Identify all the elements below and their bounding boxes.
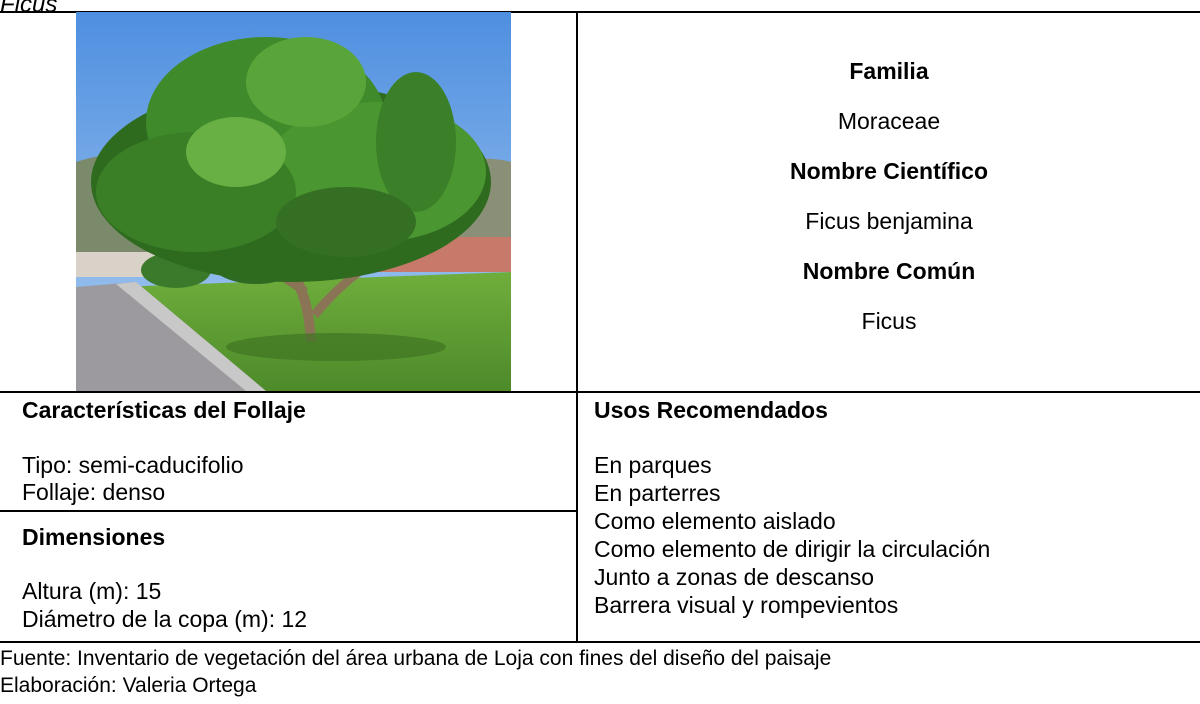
table-column-divider [576, 11, 578, 641]
familia-value: Moraceae [837, 108, 941, 134]
follaje-densidad: Follaje: denso [22, 479, 166, 505]
source-note: Fuente: Inventario de vegetación del áre… [0, 647, 832, 670]
dimensions-divider [0, 510, 576, 512]
species-info: Familia Moraceae Nombre Científico Ficus… [578, 12, 1200, 391]
dimensiones-heading: Dimensiones [22, 524, 166, 550]
usos-item: En parques [594, 452, 712, 478]
usos-item: Barrera visual y rompevientos [594, 592, 899, 618]
author-note: Elaboración: Valeria Ortega [0, 674, 257, 697]
follaje-tipo: Tipo: semi-caducifolio [22, 452, 244, 478]
ficus-tree-photo [76, 12, 511, 391]
dimensiones-altura: Altura (m): 15 [22, 578, 162, 604]
nombre-cientifico-label: Nombre Científico [789, 158, 989, 184]
usos-item: Como elemento aislado [594, 508, 836, 534]
nombre-comun-label: Nombre Común [802, 258, 976, 284]
usos-item: En parterres [594, 480, 721, 506]
dimensiones-diametro: Diámetro de la copa (m): 12 [22, 606, 308, 632]
table-bottom-border [0, 641, 1200, 643]
familia-label: Familia [849, 58, 929, 84]
usos-item: Junto a zonas de descanso [594, 564, 875, 590]
nombre-comun-value: Ficus [861, 308, 917, 334]
table-top-border [0, 11, 1200, 13]
usos-item: Como elemento de dirigir la circulación [594, 536, 991, 562]
follaje-heading: Características del Follaje [22, 397, 306, 423]
usos-heading: Usos Recomendados [594, 397, 828, 423]
table-row-divider [0, 391, 1200, 393]
figure-caption: Ficus [0, 0, 58, 18]
nombre-cientifico-value: Ficus benjamina [805, 208, 973, 234]
